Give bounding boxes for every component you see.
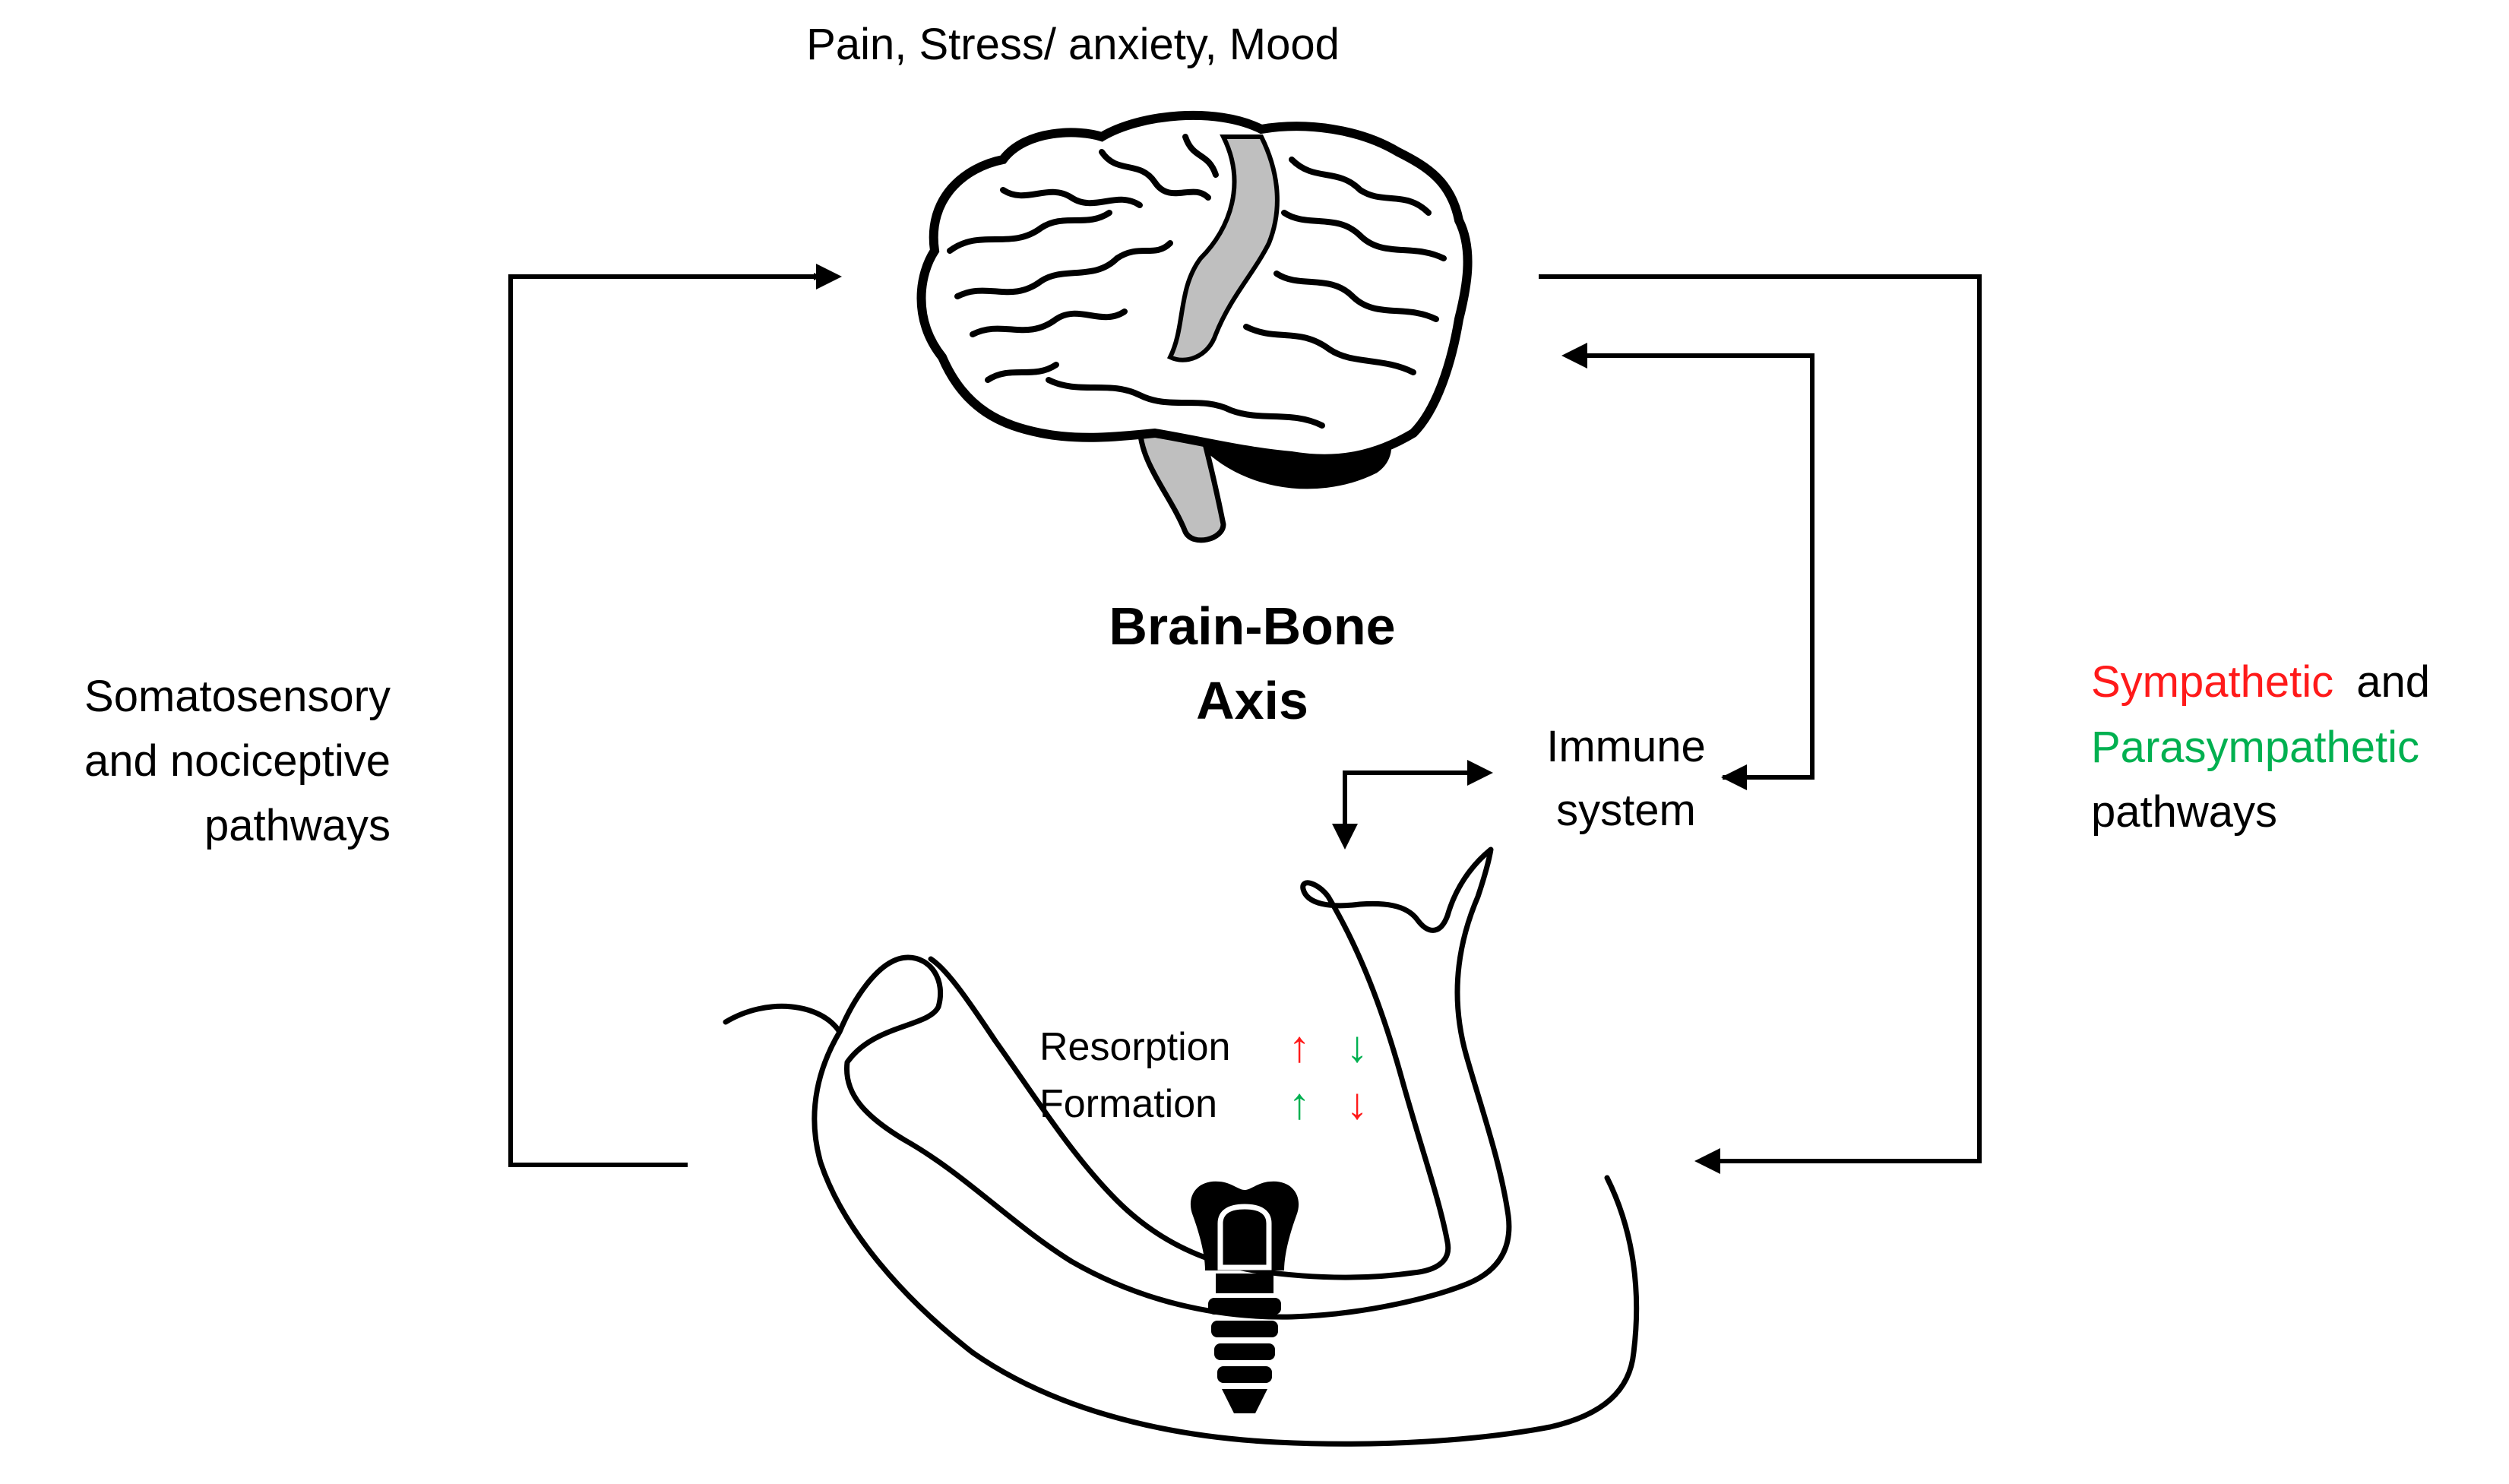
right-pathway-line3: pathways bbox=[2091, 787, 2277, 837]
right-pathway-line1: Sympathetic and bbox=[2091, 657, 2430, 707]
left-pathway-line1: Somatosensory bbox=[84, 672, 391, 721]
arrowhead-jaw-right bbox=[1694, 1148, 1720, 1174]
arrowhead-immune-right bbox=[1467, 760, 1493, 786]
left-pathway-line3: pathways bbox=[204, 801, 391, 850]
resorption-up-arrow-icon: ↑ bbox=[1289, 1022, 1311, 1071]
formation-up-arrow-icon: ↑ bbox=[1289, 1079, 1311, 1128]
top-label: Pain, Stress/ anxiety, Mood bbox=[806, 20, 1340, 69]
resorption-down-arrow-icon: ↓ bbox=[1346, 1022, 1368, 1071]
immune-line1: Immune bbox=[1546, 722, 1706, 771]
axis-title-line2: Axis bbox=[1196, 671, 1308, 730]
arrowhead-brain-right bbox=[1561, 343, 1587, 369]
formation-label: Formation bbox=[1039, 1082, 1217, 1126]
axis-title-line1: Brain-Bone bbox=[1109, 596, 1395, 656]
arrowhead-brain-left bbox=[816, 264, 842, 290]
left-pathway-line2: and nociceptive bbox=[84, 736, 391, 786]
immune-line2: system bbox=[1556, 786, 1696, 835]
and-label: and bbox=[2356, 657, 2430, 707]
left-afferent-connector bbox=[508, 273, 821, 1167]
immune-to-jaw-connector bbox=[1341, 770, 1488, 843]
arrowhead-jaw-down bbox=[1332, 824, 1358, 850]
sympathetic-label: Sympathetic bbox=[2091, 657, 2333, 707]
arrowhead-immune-left bbox=[1721, 764, 1747, 790]
parasympathetic-label: Parasympathetic bbox=[2091, 723, 2419, 772]
resorption-label: Resorption bbox=[1039, 1025, 1230, 1069]
right-efferent-connector bbox=[1539, 274, 1982, 1165]
dental-implant-icon bbox=[1190, 1181, 1299, 1413]
immune-brain-connector bbox=[1571, 352, 1815, 780]
brain-icon bbox=[916, 110, 1473, 543]
mandible-outline bbox=[723, 846, 1640, 1447]
formation-down-arrow-icon: ↓ bbox=[1346, 1079, 1368, 1128]
